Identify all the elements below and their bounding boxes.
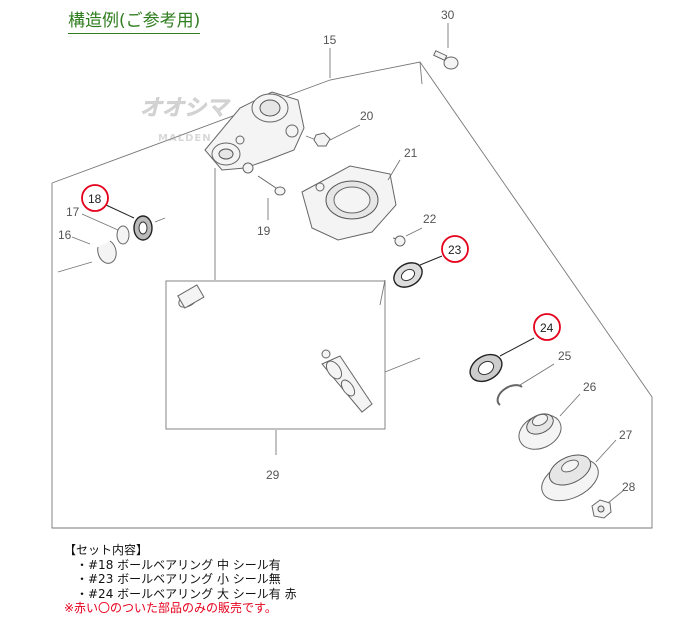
svg-text:24: 24 xyxy=(540,321,554,335)
page-title: 構造例(ご参考用) xyxy=(68,10,201,34)
svg-text:23: 23 xyxy=(448,243,462,257)
sales-remark: ※赤い〇のついた部品のみの販売です。 xyxy=(64,601,277,615)
svg-text:オオシマ: オオシマ xyxy=(140,96,231,121)
part-25-circlip xyxy=(496,363,555,406)
set-item-24: ・#24 ボールベアリング 大 シール有 赤 xyxy=(76,586,297,601)
callout-16: 16 xyxy=(58,228,72,242)
callout-15: 15 xyxy=(323,33,337,47)
part-29-shaft-assembly xyxy=(177,168,421,455)
callout-18-highlight: 18 xyxy=(81,184,109,212)
part-24-ball-bearing xyxy=(469,337,535,383)
set-item-18: ・#18 ボールベアリング 中 シール有 xyxy=(76,557,281,572)
part-20-bolt xyxy=(305,124,361,147)
svg-text:18: 18 xyxy=(88,192,102,206)
callout-19: 19 xyxy=(257,224,271,238)
assembly-outline xyxy=(51,61,653,529)
watermark-logo: オオシマ MALDEN xyxy=(140,96,232,144)
callout-21: 21 xyxy=(404,146,418,160)
callout-25: 25 xyxy=(558,349,572,363)
part-30-bolt xyxy=(433,23,459,70)
part-27-blade-holder xyxy=(541,439,617,502)
part-22-screw xyxy=(392,227,423,247)
set-contents-notes: 【セット内容】 ・#18 ボールベアリング 中 シール有 ・#23 ボールベアリ… xyxy=(64,543,297,616)
part-21-gear-cover xyxy=(301,159,401,241)
part-16-circlip xyxy=(57,236,117,273)
callout-26: 26 xyxy=(583,380,597,394)
part-17-washer xyxy=(81,213,130,245)
callout-22: 22 xyxy=(423,212,437,226)
part-18-ball-bearing xyxy=(105,204,166,241)
callout-17: 17 xyxy=(66,205,80,219)
callout-23-highlight: 23 xyxy=(441,235,469,263)
svg-text:MALDEN: MALDEN xyxy=(158,133,212,144)
part-23-ball-bearing xyxy=(393,255,443,288)
callout-29: 29 xyxy=(266,468,280,482)
set-item-23: ・#23 ボールベアリング 小 シール無 xyxy=(76,572,281,586)
part-19-bolt xyxy=(257,175,286,220)
callout-27: 27 xyxy=(619,428,633,442)
part-15-gear-case xyxy=(204,91,305,174)
part-26-gear xyxy=(518,393,581,450)
callout-24-highlight: 24 xyxy=(533,313,561,341)
callout-30: 30 xyxy=(441,8,455,22)
part-28-nut xyxy=(591,489,625,519)
callout-20: 20 xyxy=(360,109,374,123)
set-contents-heading: 【セット内容】 xyxy=(64,543,149,557)
exploded-parts-diagram: オオシマ MALDEN xyxy=(51,8,653,529)
callout-28: 28 xyxy=(622,480,636,494)
